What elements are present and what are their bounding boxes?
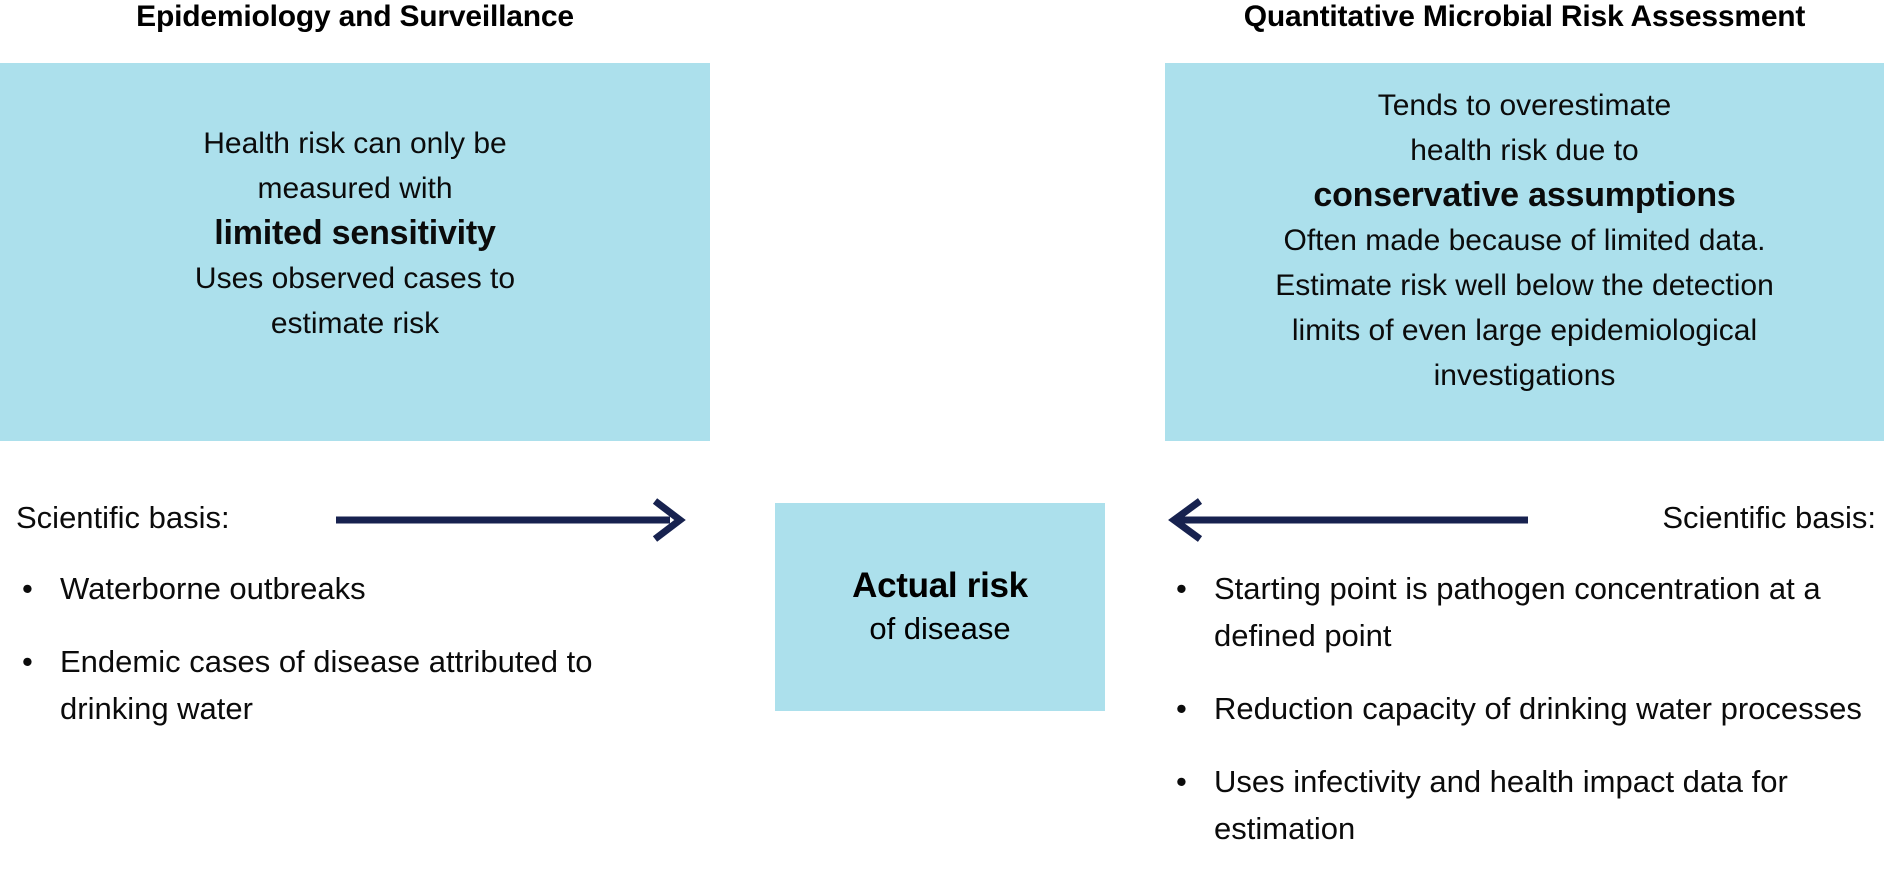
- bullet-marker-icon: •: [22, 644, 33, 679]
- bullet-marker-icon: •: [22, 571, 33, 606]
- list-item-label: Uses infectivity and health impact data …: [1214, 764, 1788, 846]
- list-item-label: Endemic cases of disease attributed to d…: [60, 644, 593, 726]
- right-panel-line-5: limits of even large epidemiological: [1291, 314, 1758, 347]
- list-item-label: Waterborne outbreaks: [60, 571, 366, 606]
- list-item-label: Reduction capacity of drinking water pro…: [1214, 691, 1862, 726]
- right-bullet-list: • Starting point is pathogen concentrati…: [1168, 565, 1868, 878]
- bullet-marker-icon: •: [1176, 764, 1187, 799]
- right-panel-line-2: health risk due to: [1410, 134, 1639, 167]
- left-column-title: Epidemiology and Surveillance: [136, 0, 574, 33]
- list-item: • Waterborne outbreaks: [14, 565, 634, 612]
- right-summary-panel: Tends to overestimate health risk due to…: [1165, 63, 1884, 441]
- list-item: • Starting point is pathogen concentrati…: [1168, 565, 1868, 659]
- bullet-marker-icon: •: [1176, 691, 1187, 726]
- right-panel-text-block: Tends to overestimate health risk due to…: [1165, 83, 1884, 398]
- right-scientific-basis-label: Scientific basis:: [1662, 500, 1876, 535]
- right-panel-emphasis: conservative assumptions: [1313, 176, 1736, 214]
- actual-risk-subline: of disease: [869, 611, 1011, 646]
- left-bullet-list: • Waterborne outbreaks • Endemic cases o…: [14, 565, 634, 758]
- left-panel-emphasis: limited sensitivity: [214, 214, 496, 252]
- right-column-title: Quantitative Microbial Risk Assessment: [1243, 0, 1806, 33]
- right-panel-line-1: Tends to overestimate: [1377, 89, 1672, 122]
- actual-risk-box: Actual risk of disease: [775, 503, 1105, 711]
- right-panel-line-4: Estimate risk well below the detection: [1275, 269, 1774, 302]
- left-panel-line-1: Health risk can only be: [203, 127, 507, 160]
- left-scientific-basis-label: Scientific basis:: [16, 500, 230, 535]
- left-panel-text-block: Health risk can only be measured with li…: [0, 121, 710, 346]
- arrow-pointing-right-icon: [336, 498, 686, 542]
- list-item: • Reduction capacity of drinking water p…: [1168, 685, 1868, 732]
- left-panel-line-4: estimate risk: [270, 307, 440, 340]
- actual-risk-headline: Actual risk: [852, 566, 1028, 605]
- right-panel-line-6: investigations: [1433, 359, 1616, 392]
- list-item-label: Starting point is pathogen concentration…: [1214, 571, 1821, 653]
- right-panel-line-3: Often made because of limited data.: [1283, 224, 1766, 257]
- list-item: • Uses infectivity and health impact dat…: [1168, 758, 1868, 852]
- bullet-marker-icon: •: [1176, 571, 1187, 606]
- left-panel-line-2: measured with: [257, 172, 453, 205]
- arrow-pointing-left-icon: [1168, 498, 1528, 542]
- left-summary-panel: Health risk can only be measured with li…: [0, 63, 710, 441]
- left-panel-line-3: Uses observed cases to: [194, 262, 516, 295]
- list-item: • Endemic cases of disease attributed to…: [14, 638, 634, 732]
